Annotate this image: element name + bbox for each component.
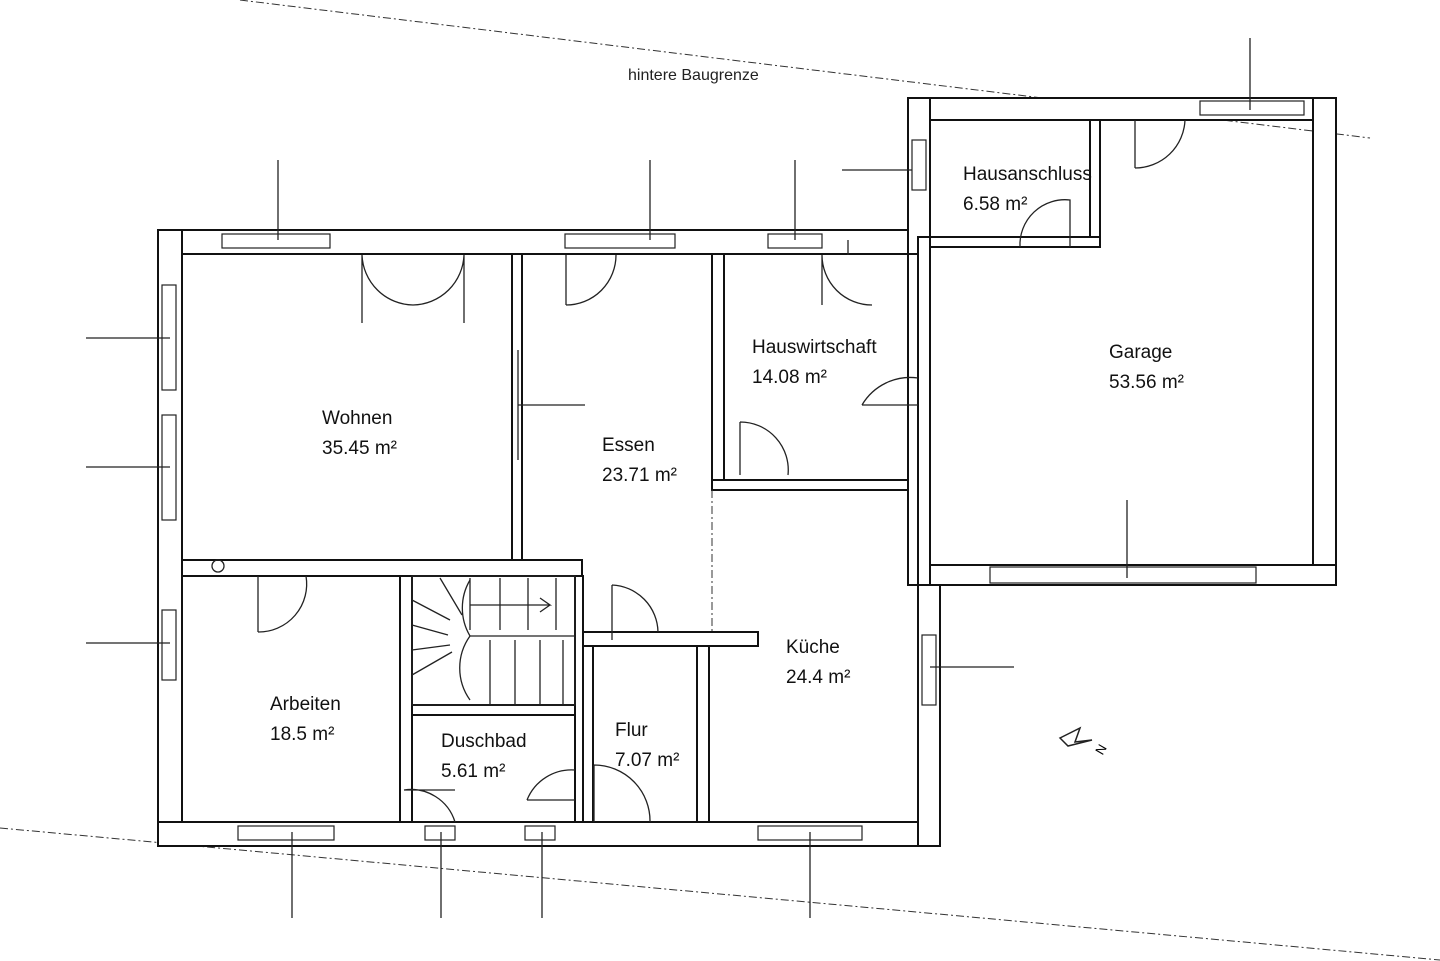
room-name: Duschbad bbox=[441, 731, 527, 752]
room-area: 5.61 m² bbox=[441, 761, 506, 782]
dimension-lines bbox=[86, 38, 1251, 918]
room-area: 53.56 m² bbox=[1109, 372, 1184, 393]
room-area: 6.58 m² bbox=[963, 194, 1028, 215]
room-hauswirtschaft: Hauswirtschaft 14.08 m² bbox=[752, 333, 877, 393]
room-area: 23.71 m² bbox=[602, 465, 677, 486]
room-name: Küche bbox=[786, 637, 840, 658]
room-wohnen: Wohnen 35.45 m² bbox=[322, 404, 397, 464]
room-area: 7.07 m² bbox=[615, 750, 680, 771]
room-arbeiten: Arbeiten 18.5 m² bbox=[270, 690, 341, 750]
room-name: Essen bbox=[602, 435, 655, 456]
room-flur: Flur 7.07 m² bbox=[615, 716, 679, 776]
room-garage: Garage 53.56 m² bbox=[1109, 338, 1184, 398]
room-name: Wohnen bbox=[322, 408, 393, 429]
doors bbox=[257, 119, 1186, 823]
boundary-label: hintere Baugrenze bbox=[628, 67, 759, 84]
room-name: Hausanschluss bbox=[963, 164, 1092, 185]
room-area: 35.45 m² bbox=[322, 438, 397, 459]
front-building-line bbox=[0, 827, 1440, 961]
room-name: Garage bbox=[1109, 342, 1173, 363]
room-area: 24.4 m² bbox=[786, 667, 851, 688]
room-name: Flur bbox=[615, 720, 648, 741]
room-duschbad: Duschbad 5.61 m² bbox=[441, 727, 527, 787]
north-arrow-icon: N bbox=[1058, 726, 1110, 758]
windows bbox=[161, 100, 1305, 841]
room-name: Hauswirtschaft bbox=[752, 337, 877, 358]
room-name: Arbeiten bbox=[270, 694, 341, 715]
room-essen: Essen 23.71 m² bbox=[602, 431, 677, 491]
room-hausanschluss: Hausanschluss 6.58 m² bbox=[963, 160, 1092, 220]
north-label: N bbox=[1092, 742, 1110, 758]
room-area: 18.5 m² bbox=[270, 724, 335, 745]
room-area: 14.08 m² bbox=[752, 367, 827, 388]
room-kueche: Küche 24.4 m² bbox=[786, 633, 850, 693]
staircase bbox=[211, 490, 713, 706]
